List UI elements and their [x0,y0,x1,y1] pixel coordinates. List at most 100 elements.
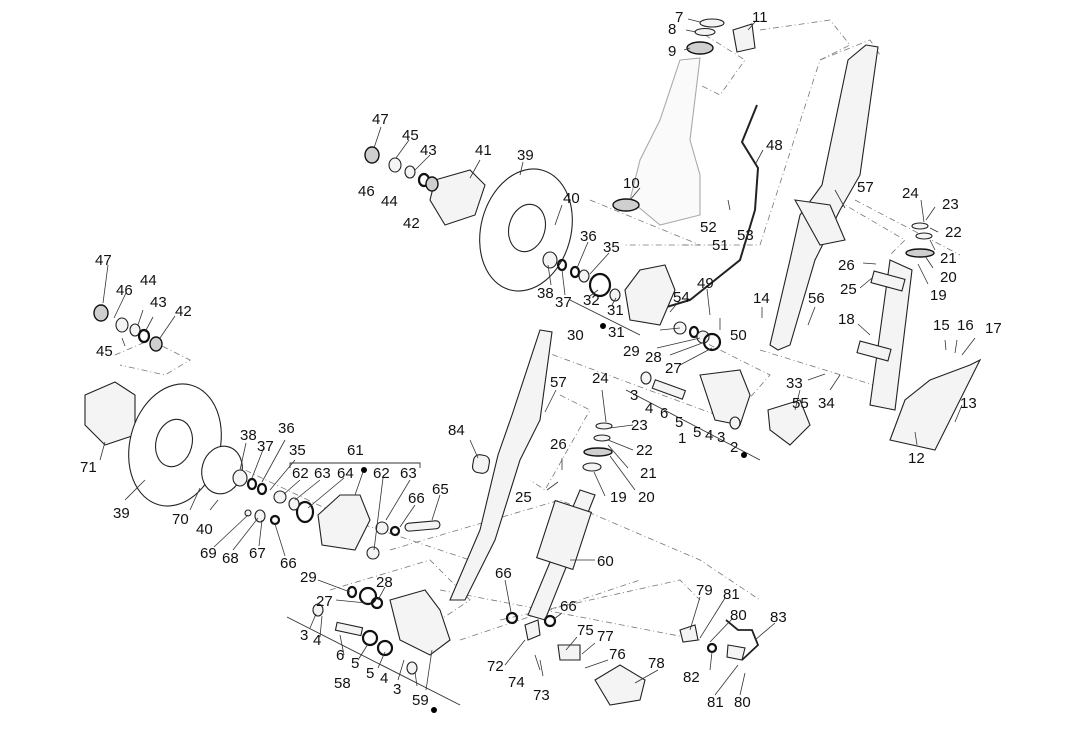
part-labels: 7 8 9 11 10 48 52 51 53 57 47 45 43 41 3… [80,9,1002,711]
label-24-lower: 24 [592,370,609,387]
label-80-lower: 80 [734,694,751,711]
label-46-lower: 46 [116,282,133,299]
seal-10-shape [612,198,640,212]
label-62-right: 62 [373,465,390,482]
label-73: 73 [533,687,550,704]
label-26-upper: 26 [838,257,855,274]
washer-20-shape [905,248,935,258]
label-79: 79 [696,582,713,599]
label-28-lower: 28 [376,574,393,591]
label-66-shock-right: 66 [560,598,577,615]
label-43-lower: 43 [150,294,167,311]
label-66-caliper: 66 [408,490,425,507]
label-8: 8 [668,21,676,38]
label-36-upper: 36 [580,228,597,245]
label-59: 59 [412,692,429,709]
label-21-lower: 21 [640,465,657,482]
washer-21-shape [915,232,933,240]
label-69: 69 [200,545,217,562]
label-5-upper-right: 5 [693,424,701,441]
hub-41-shape [429,169,486,226]
label-17: 17 [985,320,1002,337]
caliper-61-shape [317,494,371,551]
label-43-upper: 43 [420,142,437,159]
label-31-upper: 31 [607,302,624,319]
label-38-upper: 38 [537,285,554,302]
label-49: 49 [697,275,714,292]
label-37-upper: 37 [555,294,572,311]
label-4-upper-right: 4 [705,427,713,444]
label-47-upper: 47 [372,111,389,128]
label-24-upper: 24 [902,185,919,202]
label-82: 82 [683,669,700,686]
cover-78-shape [594,664,646,706]
bush-11-shape [732,23,756,53]
label-27-lower: 27 [316,593,333,610]
nut-47-lower-shape [93,304,109,322]
label-35-upper: 35 [603,239,620,256]
label-34: 34 [818,395,835,412]
cap-84-shape [471,454,491,474]
label-39-lower: 39 [113,505,130,522]
swingarm-59-shape [389,589,451,656]
label-5-upper-left: 5 [675,414,683,431]
seal-7-shape [699,18,725,28]
label-80-upper: 80 [730,607,747,624]
label-61: 61 [347,442,364,459]
label-44-upper: 44 [381,193,398,210]
label-20-lower: 20 [638,489,655,506]
oring-32-shape [588,272,612,298]
label-32: 32 [583,292,600,309]
label-38-lower: 38 [240,427,257,444]
label-30: 30 [567,327,584,344]
kit-brackets [286,299,761,713]
seal-8-shape [694,27,716,37]
label-14: 14 [753,290,770,307]
swingarm-2-shape [699,369,751,426]
fork-tube-left-shape [449,329,553,601]
label-1: 1 [678,430,686,447]
label-4-lower-left: 4 [313,632,321,649]
label-2: 2 [730,439,738,456]
label-23-upper: 23 [942,196,959,213]
label-29-lower: 29 [300,569,317,586]
label-63-left: 63 [314,465,331,482]
label-5-lower-right: 5 [366,665,374,682]
label-52: 52 [700,219,717,236]
label-18: 18 [838,311,855,328]
label-53: 53 [737,227,754,244]
label-56: 56 [808,290,825,307]
assembly-lines [89,19,961,641]
label-81-upper: 81 [723,586,740,603]
shock-60-spring-shape [535,499,593,571]
label-25-lower: 25 [515,489,532,506]
label-66-shock-left: 66 [495,565,512,582]
label-13: 13 [960,395,977,412]
label-35-lower: 35 [289,442,306,459]
label-12: 12 [908,450,925,467]
fork-tube-right-shape [769,44,879,351]
label-3-upper-right: 3 [717,429,725,446]
label-62-left: 62 [292,465,309,482]
hub-71-shape [84,381,136,446]
label-58: 58 [334,675,351,692]
nut-47-upper-shape [364,146,380,164]
label-37-lower: 37 [257,438,274,455]
label-42-upper: 42 [403,215,420,232]
label-41: 41 [475,142,492,159]
label-54: 54 [673,289,690,306]
label-16: 16 [957,317,974,334]
label-75: 75 [577,622,594,639]
label-28-upper: 28 [645,349,662,366]
cover-55-shape [767,399,811,446]
label-36-lower: 36 [278,420,295,437]
label-84: 84 [448,422,465,439]
label-68: 68 [222,550,239,567]
part-drawings [84,18,982,706]
label-21-upper: 21 [940,250,957,267]
label-5-lower-left: 5 [351,655,359,672]
label-6-upper: 6 [660,405,668,422]
label-33: 33 [786,375,803,392]
shock-18-spring-top [870,270,906,292]
